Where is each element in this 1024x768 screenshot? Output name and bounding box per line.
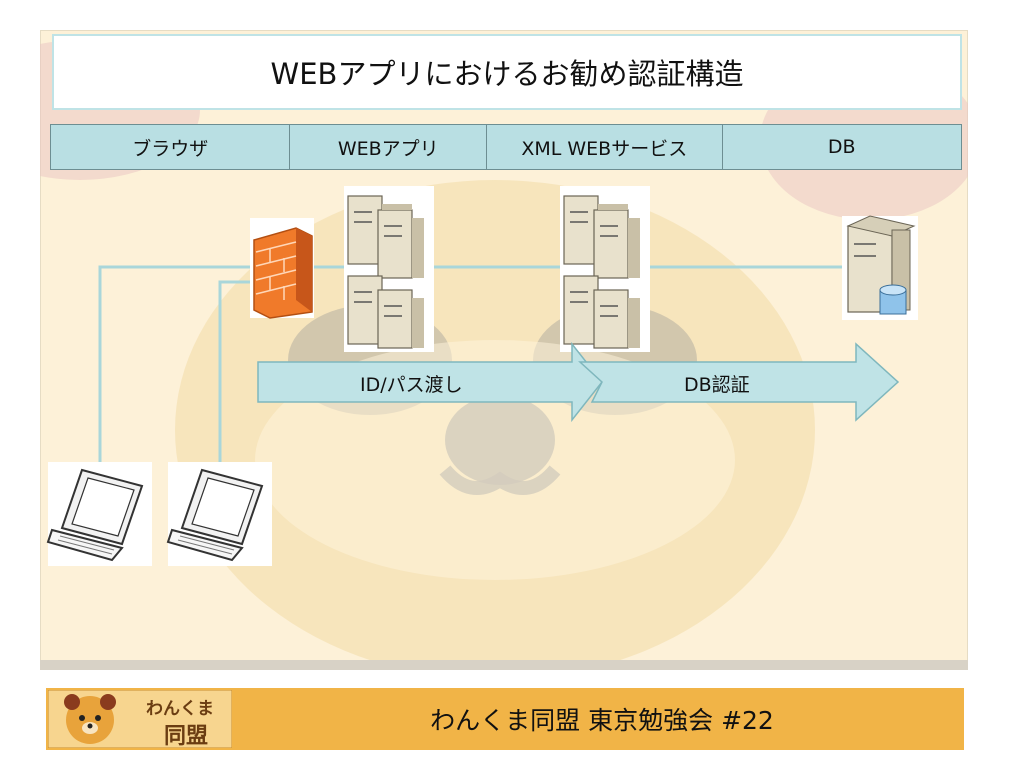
column-browser: ブラウザ — [51, 125, 291, 169]
laptop-icon — [46, 462, 152, 566]
database-server-icon — [842, 215, 918, 320]
column-xml-web-service: XML WEBサービス — [487, 125, 723, 169]
flow-arrow-db-auth — [578, 342, 900, 422]
logo-text-line2: 同盟 — [164, 724, 209, 749]
slide-bottom-band — [40, 660, 968, 670]
layer-header-row: ブラウザ WEBアプリ XML WEBサービス DB — [50, 124, 962, 170]
logo-text-line1: わんくま — [146, 699, 214, 719]
footer-text: わんくま同盟 東京勉強会 #22 — [430, 706, 774, 735]
firewall-icon — [250, 218, 314, 319]
laptop-icon — [166, 462, 272, 566]
server-cluster-icon — [560, 186, 650, 352]
bear-logo-icon — [48, 690, 232, 748]
column-db: DB — [827, 136, 856, 158]
flow-arrow-id-pass — [257, 341, 603, 423]
column-web-app: WEBアプリ — [290, 125, 488, 169]
flow-label-db-auth: DB認証 — [684, 374, 750, 396]
flow-label-id-pass: ID/パス渡し — [360, 374, 463, 396]
slide-title: WEBアプリにおけるお勧め認証構造 — [52, 34, 962, 110]
server-cluster-icon — [344, 186, 434, 352]
